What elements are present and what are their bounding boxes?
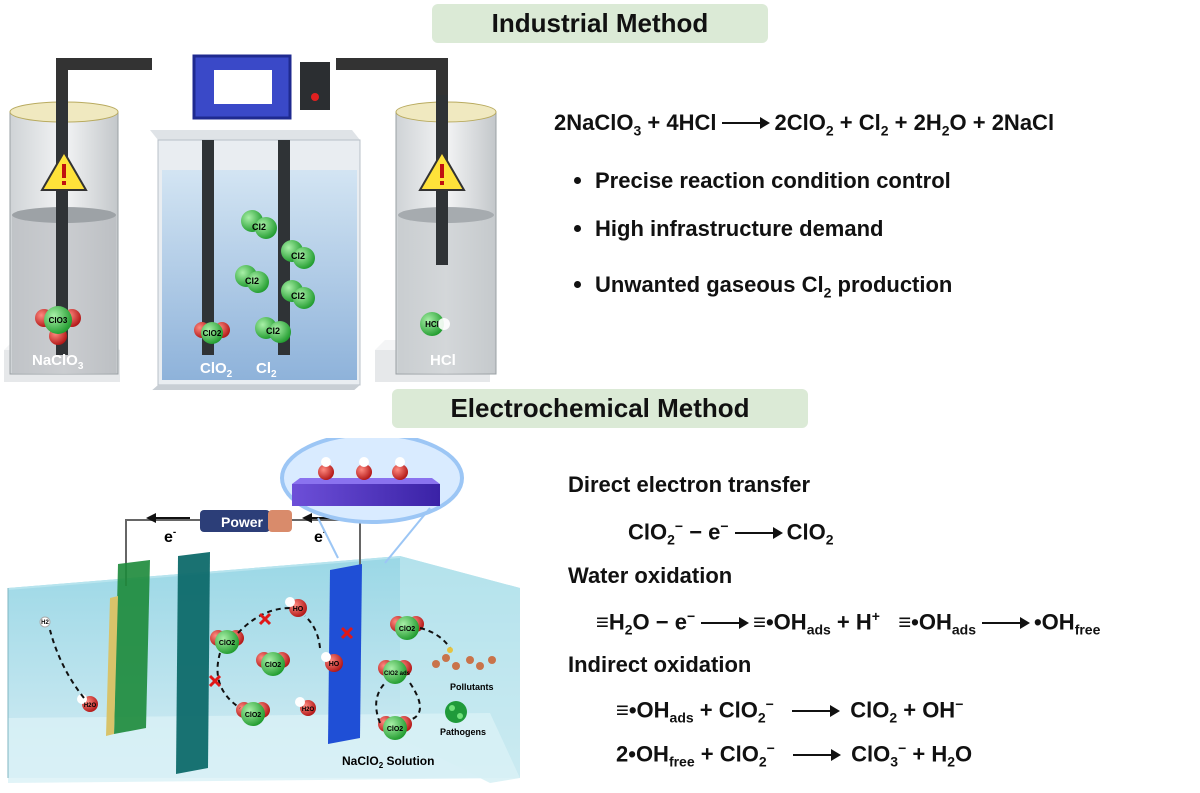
svg-text:H2O: H2O [302,707,315,713]
indirect-equation-2: 2•OHfree + ClO2− ClO3− + H2O [616,740,973,770]
industrial-method-title: Industrial Method [432,4,768,43]
anode [328,564,362,744]
svg-text:Cl2: Cl2 [245,276,259,286]
bullet-icon [574,224,581,232]
water-oxidation-heading: Water oxidation [568,563,733,588]
svg-text:ClO2: ClO2 [265,662,281,669]
cathode [114,560,150,734]
arrow-icon [701,616,750,629]
clo2-molecule [194,322,230,344]
direct-equation: ClO2− − e−ClO2 [628,518,834,548]
svg-text:ClO2: ClO2 [245,712,261,719]
pollutants-label: Pollutants [450,682,494,692]
separator [176,552,210,774]
svg-text:H2O: H2O [84,703,97,709]
indirect-oxidation-heading: Indirect oxidation [568,652,752,677]
pathogen-icon [445,701,467,723]
industrial-apparatus: ClO3 NaClO3 Cl2 Cl2 Cl2 Cl2 Cl2 ClO2 [4,54,497,390]
svg-text:ClO2: ClO2 [387,726,403,733]
power-supply [200,510,292,532]
left-tube [56,58,152,100]
bullet-item: Unwanted gaseous Cl2 production [574,272,952,300]
controller-display [192,54,330,120]
arrow-icon [792,704,841,717]
cl2-label: Cl2 [256,360,277,380]
electrochemical-cell: Power e- e- ClO2 ClO2 ClO2 ClO2 ClO2 ads… [7,438,520,783]
solution-label: NaClO2 Solution [342,754,434,770]
svg-text:ClO2 ads: ClO2 ads [384,671,411,677]
pathogens-label: Pathogens [440,727,486,737]
bullet-icon [574,280,581,288]
hcl-label: HCl [430,352,456,369]
mol-clo3-label: ClO3 [49,316,68,325]
hcl-cylinder [375,95,497,382]
bullet-item: Precise reaction condition control [574,168,951,194]
svg-text:ClO2: ClO2 [399,626,415,633]
power-label: Power [221,514,264,530]
clo2-label: ClO2 [200,360,233,380]
right-tube [336,58,448,100]
bullet-item: High infrastructure demand [574,216,883,242]
warning-icon-right [418,150,466,191]
svg-text:Cl2: Cl2 [291,251,305,261]
svg-text:Cl2: Cl2 [252,222,266,232]
oh-groups [318,457,408,480]
svg-text:HO: HO [293,606,304,613]
bullet-icon [574,176,581,184]
svg-text:ClO2: ClO2 [219,640,235,647]
svg-text:Cl2: Cl2 [266,326,280,336]
arrow-icon [722,117,771,130]
arrow-icon [981,616,1030,629]
warning-icon [40,150,88,191]
svg-text:H2: H2 [41,620,49,626]
electrochemical-method-title: Electrochemical Method [392,389,808,428]
indirect-equation-1: ≡•OHads + ClO2− ClO2 + OH− [616,696,964,726]
svg-text:ClO2: ClO2 [203,329,222,338]
arrow-icon [734,526,783,539]
reactor [150,130,361,390]
svg-text:Cl2: Cl2 [291,291,305,301]
direct-electron-transfer-heading: Direct electron transfer [568,472,811,497]
water-equation: ≡H2O − e−≡•OHads + H+ ≡•OHads•OHfree [596,608,1101,638]
arrow-icon [793,748,842,761]
svg-text:HCl: HCl [425,320,439,329]
pollutants-icon [432,647,496,670]
naclo3-label: NaClO3 [32,352,84,372]
cross-icons [208,612,354,688]
hcl-molecule [420,312,444,336]
clo3-molecule [35,306,81,345]
electron-label-left: e- [164,527,176,546]
svg-text:HO: HO [329,661,340,668]
cl2-molecules [235,210,315,343]
clo2-molecule-group [210,616,424,740]
